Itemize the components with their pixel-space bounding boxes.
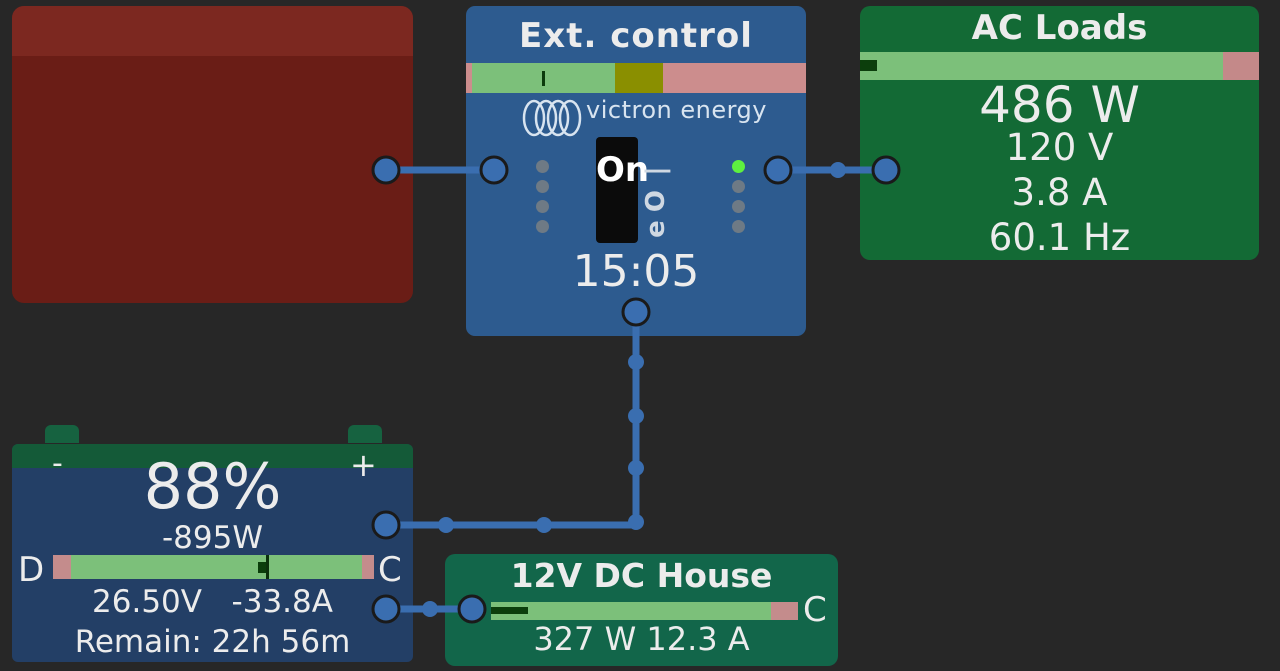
flow-dot xyxy=(628,514,644,530)
battery-current-bar xyxy=(53,555,374,579)
battery-power: -895W xyxy=(161,520,263,556)
inverter-load-marker xyxy=(542,71,545,86)
flow-dot xyxy=(422,601,438,617)
ac-loads-title: AC Loads xyxy=(971,8,1148,48)
wire-end xyxy=(371,594,401,624)
wire-inverter-battery xyxy=(382,308,640,529)
flow-dot xyxy=(830,162,846,178)
led xyxy=(536,160,549,173)
ac-loads-voltage: 120 V xyxy=(1005,126,1114,169)
wire-end xyxy=(871,155,901,185)
battery-soc: 88% xyxy=(143,450,282,523)
flow-dot xyxy=(628,408,644,424)
led xyxy=(732,220,745,233)
dc-house-bar xyxy=(491,602,798,620)
battery-tile[interactable]: - + 88% -895W D C 26.50V -33.8A Remain: … xyxy=(12,444,413,662)
wire-end xyxy=(479,155,509,185)
dc-house-charge-label: C xyxy=(803,590,827,630)
led xyxy=(536,200,549,213)
dc-house-values: 327 W 12.3 A xyxy=(445,620,838,658)
ac-input-header xyxy=(12,6,413,56)
dc-house-power: 327 W xyxy=(533,620,637,658)
inverter-clock: 15:05 xyxy=(572,246,700,297)
flow-dot xyxy=(628,354,644,370)
dc-house-bar-fill xyxy=(491,607,528,614)
dc-house-bar-ok xyxy=(491,602,771,620)
victron-logo-icon xyxy=(522,99,582,137)
battery-current: -33.8A xyxy=(231,584,333,620)
battery-plus-label: + xyxy=(350,446,377,484)
wire-end xyxy=(621,297,651,327)
led xyxy=(536,180,549,193)
ac-loads-current: 3.8 A xyxy=(1011,171,1108,214)
led-active xyxy=(732,160,745,173)
wire-end xyxy=(457,594,487,624)
ac-loads-bar xyxy=(860,52,1259,80)
dc-house-current: 12.3 A xyxy=(646,620,750,658)
inverter-tile[interactable]: Ext. control victron energy On | O e 15:… xyxy=(466,6,806,336)
flow-dot xyxy=(438,517,454,533)
ac-loads-bar-ok xyxy=(860,52,1223,80)
battery-voltage-current: 26.50V -33.8A xyxy=(12,584,413,620)
battery-minus-label: - xyxy=(52,446,63,481)
wire-end xyxy=(371,155,401,185)
battery-charge-label: C xyxy=(378,550,402,590)
battery-discharge-label: D xyxy=(18,550,45,590)
inverter-load-bar xyxy=(466,63,806,93)
wire-endpoints xyxy=(371,155,901,624)
dc-house-tile[interactable]: 12V DC House C 327 W 12.3 A xyxy=(445,554,838,666)
ac-loads-bar-fill xyxy=(860,60,877,71)
battery-terminal-positive xyxy=(348,425,382,443)
ac-loads-frequency: 60.1 Hz xyxy=(988,216,1131,259)
ac-loads-tile[interactable]: AC Loads 486 W 120 V 3.8 A 60.1 Hz xyxy=(860,6,1259,260)
battery-bar-ok xyxy=(71,555,362,579)
battery-voltage: 26.50V xyxy=(92,584,202,620)
battery-terminal-negative xyxy=(45,425,79,443)
inverter-load-bar-warn xyxy=(615,63,663,93)
wire-end xyxy=(371,510,401,540)
left-led-column xyxy=(536,160,550,238)
battery-top xyxy=(12,444,413,468)
battery-bar-fill xyxy=(258,562,268,573)
dc-house-title: 12V DC House xyxy=(510,556,773,595)
ac-loads-power: 486 W xyxy=(979,76,1140,134)
mode-switch[interactable]: On xyxy=(596,137,649,243)
battery-remaining: Remain: 22h 56m xyxy=(74,624,351,660)
wire-end xyxy=(763,155,793,185)
ac-input-tile[interactable] xyxy=(12,6,413,303)
right-led-column xyxy=(732,160,746,238)
inverter-mode-title: Ext. control xyxy=(519,16,753,56)
flow-dots xyxy=(422,162,846,617)
flow-dot xyxy=(536,517,552,533)
flow-dot xyxy=(628,460,644,476)
battery-bar-zero-marker xyxy=(266,555,269,579)
led xyxy=(732,200,745,213)
brand-name: victron energy xyxy=(586,96,767,124)
led xyxy=(536,220,549,233)
led xyxy=(732,180,745,193)
